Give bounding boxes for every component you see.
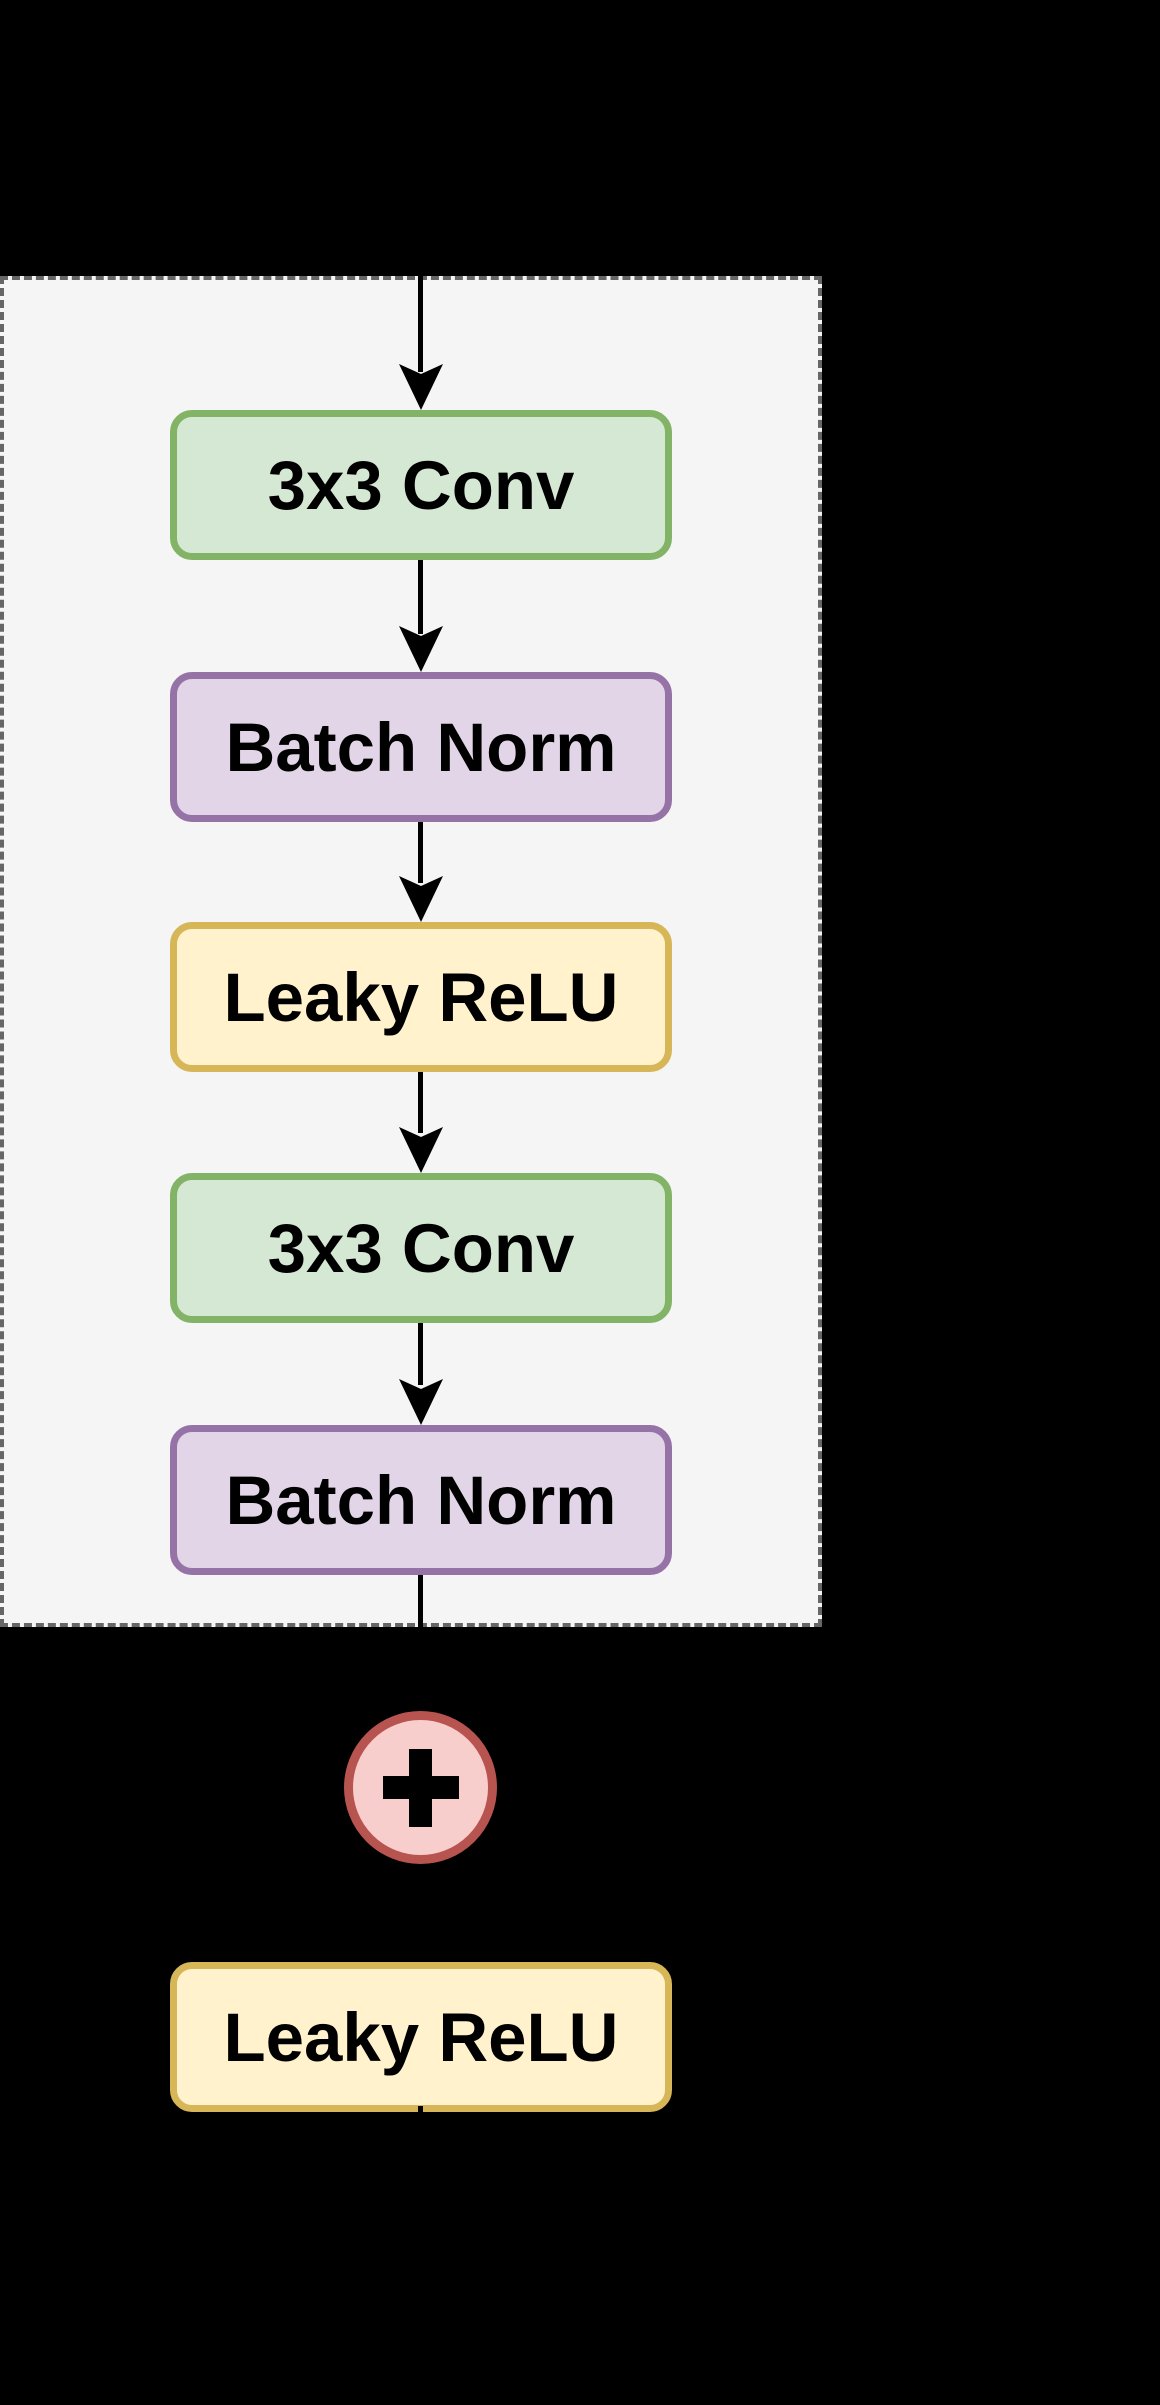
node-batch-norm-2-label: Batch Norm (225, 1461, 617, 1539)
node-conv-2-label: 3x3 Conv (267, 1209, 575, 1287)
node-leaky-relu-output: Leaky ReLU (170, 1962, 672, 2112)
arrow-down-icon (399, 364, 443, 410)
node-leaky-relu-1-label: Leaky ReLU (223, 958, 619, 1036)
connector-line (418, 1575, 423, 1715)
node-leaky-relu-1: Leaky ReLU (170, 922, 672, 1072)
node-conv-2: 3x3 Conv (170, 1173, 672, 1323)
arrow-down-icon (399, 876, 443, 922)
connector-line (418, 1860, 423, 1965)
arrow-down-icon (399, 626, 443, 672)
arrow-down-icon (399, 1379, 443, 1425)
node-conv-1-label: 3x3 Conv (267, 446, 575, 524)
arrow-down-icon (399, 1127, 443, 1173)
node-conv-1: 3x3 Conv (170, 410, 672, 560)
node-batch-norm-1-label: Batch Norm (225, 708, 617, 786)
connector-line (418, 1071, 423, 1133)
connector-line (418, 2106, 423, 2130)
connector-line (418, 821, 423, 883)
connector-line (418, 0, 423, 372)
connector-line (418, 1321, 423, 1385)
plus-icon (409, 1749, 432, 1827)
node-batch-norm-1: Batch Norm (170, 672, 672, 822)
node-leaky-relu-output-label: Leaky ReLU (223, 1998, 619, 2076)
connector-line (418, 558, 423, 634)
node-batch-norm-2: Batch Norm (170, 1425, 672, 1575)
